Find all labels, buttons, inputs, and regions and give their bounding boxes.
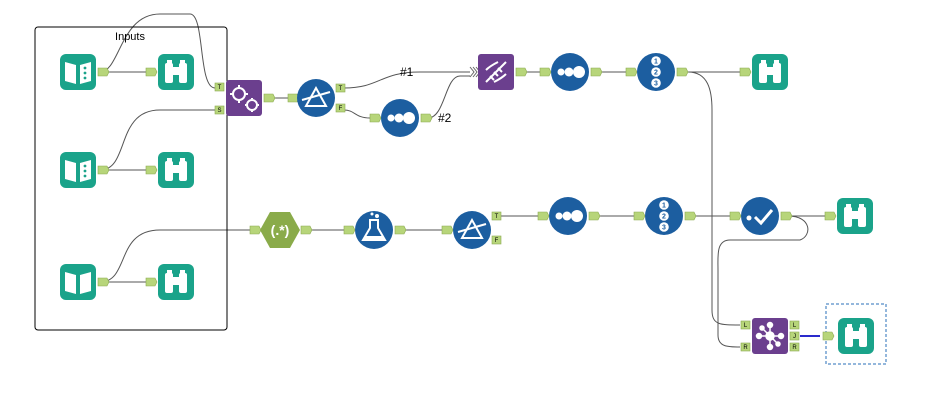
connection-filter1-false-to-sample1[interactable] — [343, 109, 371, 119]
svg-text:F: F — [495, 238, 499, 244]
connection-input1-to-macro[interactable] — [99, 13, 216, 89]
formula-icon — [361, 212, 387, 241]
record-id-icon — [659, 200, 669, 232]
inputs-container[interactable]: Inputs — [34, 26, 228, 331]
svg-text:F: F — [339, 106, 343, 112]
connection-check-to-join-right[interactable] — [717, 215, 809, 348]
connection-filter1-true-to-union[interactable] — [343, 71, 470, 89]
browse-tool-3[interactable] — [145, 264, 194, 300]
svg-text:L: L — [793, 323, 797, 329]
anchor-left-out[interactable] — [789, 320, 800, 330]
svg-text:L: L — [744, 323, 748, 329]
record-id-tool-2[interactable] — [633, 197, 697, 235]
formula-tool[interactable] — [343, 211, 407, 249]
filter-icon — [457, 217, 487, 239]
connection-label-2: #2 — [438, 111, 452, 125]
anchor-source[interactable] — [214, 105, 225, 115]
record-id-tool-1[interactable] — [625, 53, 689, 91]
container-title: Inputs — [115, 31, 145, 43]
connection-input2-to-macro-source[interactable] — [99, 109, 215, 171]
batch-macro-tool[interactable]: T S — [214, 80, 276, 116]
regex-tool[interactable]: (.*) — [249, 212, 313, 248]
join-tool[interactable]: L R L J R — [740, 318, 800, 354]
anchor-false[interactable] — [491, 235, 502, 245]
sample-tool-2[interactable] — [539, 53, 603, 91]
svg-text:S: S — [217, 108, 221, 114]
filter-icon — [301, 85, 331, 107]
anchor-false[interactable] — [335, 103, 346, 113]
connection-sample1-to-union[interactable] — [427, 75, 470, 119]
svg-text:T: T — [218, 85, 222, 91]
svg-text:R: R — [743, 345, 748, 351]
browse-tool-4[interactable] — [739, 54, 788, 90]
anchor-true[interactable] — [335, 83, 346, 93]
record-id-icon — [651, 56, 661, 88]
browse-tool-5[interactable] — [824, 198, 873, 234]
anchor-join-out[interactable] — [789, 331, 800, 341]
input-data-tool-2[interactable] — [60, 152, 110, 188]
union-icon — [485, 61, 507, 83]
connection-input3-to-regex[interactable] — [99, 229, 250, 283]
input-data-tool-3[interactable] — [60, 264, 110, 300]
anchor-right-in[interactable] — [740, 342, 751, 352]
anchor-right-out[interactable] — [789, 342, 800, 352]
browse-tool-2[interactable] — [145, 152, 194, 188]
browse-tool-6-selected[interactable] — [822, 303, 887, 365]
filter-tool-2[interactable]: T F — [441, 211, 502, 249]
data-cleansing-icon — [746, 209, 774, 226]
svg-text:J: J — [793, 334, 796, 340]
input-data-tool-1[interactable] — [60, 54, 110, 90]
svg-text:T: T — [495, 214, 499, 220]
union-tool[interactable] — [478, 54, 528, 90]
browse-tool-1[interactable] — [145, 54, 194, 90]
join-icon — [755, 321, 785, 351]
batch-macro-icon — [230, 85, 259, 112]
regex-icon: (.*) — [271, 222, 290, 238]
anchor-target[interactable] — [214, 82, 225, 92]
svg-text:R: R — [792, 345, 797, 351]
anchor-true[interactable] — [491, 211, 502, 221]
data-cleansing-tool[interactable] — [729, 197, 793, 235]
svg-text:T: T — [339, 86, 343, 92]
filter-tool-1[interactable]: T F — [287, 79, 346, 117]
anchor-left-in[interactable] — [740, 320, 751, 330]
connections — [99, 13, 828, 348]
connection-label-1: #1 — [400, 65, 414, 79]
sample-tool-3[interactable] — [537, 197, 601, 235]
sample-tool-1[interactable] — [369, 99, 433, 137]
connection-recid1-to-join-left[interactable] — [687, 71, 741, 326]
